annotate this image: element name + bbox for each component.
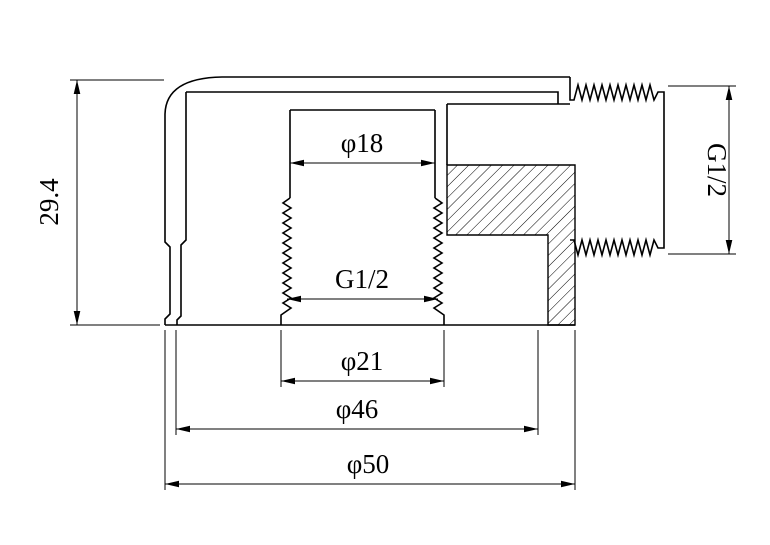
dim-base-diameter-extensions bbox=[164, 330, 576, 490]
dim-thread-outer-diameter: φ21 bbox=[280, 330, 445, 387]
dim-thread-outer-extensions bbox=[280, 330, 445, 387]
part-geometry bbox=[164, 76, 665, 326]
dim-overall-height-label: 29.4 bbox=[34, 178, 64, 226]
dim-overall-height: 29.4 bbox=[34, 79, 164, 326]
dim-base-diameter-label: φ50 bbox=[347, 449, 390, 479]
female-thread-right bbox=[432, 197, 445, 325]
dim-male-thread-label: G1/2 bbox=[702, 143, 732, 197]
bore-walls bbox=[289, 109, 436, 198]
dim-body-diameter-extensions bbox=[175, 330, 539, 435]
dim-overall-height-extensions bbox=[70, 79, 164, 326]
dim-body-diameter: φ46 bbox=[175, 330, 539, 435]
male-thread-profile bbox=[569, 77, 665, 259]
dim-internal-thread-label: G1/2 bbox=[335, 264, 389, 294]
dim-internal-thread: G1/2 bbox=[287, 264, 438, 303]
part-outline-body bbox=[164, 76, 570, 325]
inner-left-wall bbox=[176, 92, 187, 325]
dimensions: 29.4 φ18 G1/2 φ21 φ46 bbox=[34, 79, 736, 490]
dim-body-diameter-label: φ46 bbox=[336, 394, 379, 424]
dim-male-thread-extensions bbox=[668, 85, 736, 255]
dim-bore-diameter-label: φ18 bbox=[341, 128, 384, 158]
dim-thread-outer-label: φ21 bbox=[341, 346, 384, 376]
female-thread-left bbox=[280, 197, 293, 325]
section-hatch bbox=[446, 164, 576, 326]
inner-top-lines bbox=[186, 91, 570, 165]
dim-male-thread: G1/2 bbox=[668, 85, 736, 255]
dim-bore-diameter: φ18 bbox=[290, 128, 435, 167]
dim-base-diameter: φ50 bbox=[164, 330, 576, 490]
